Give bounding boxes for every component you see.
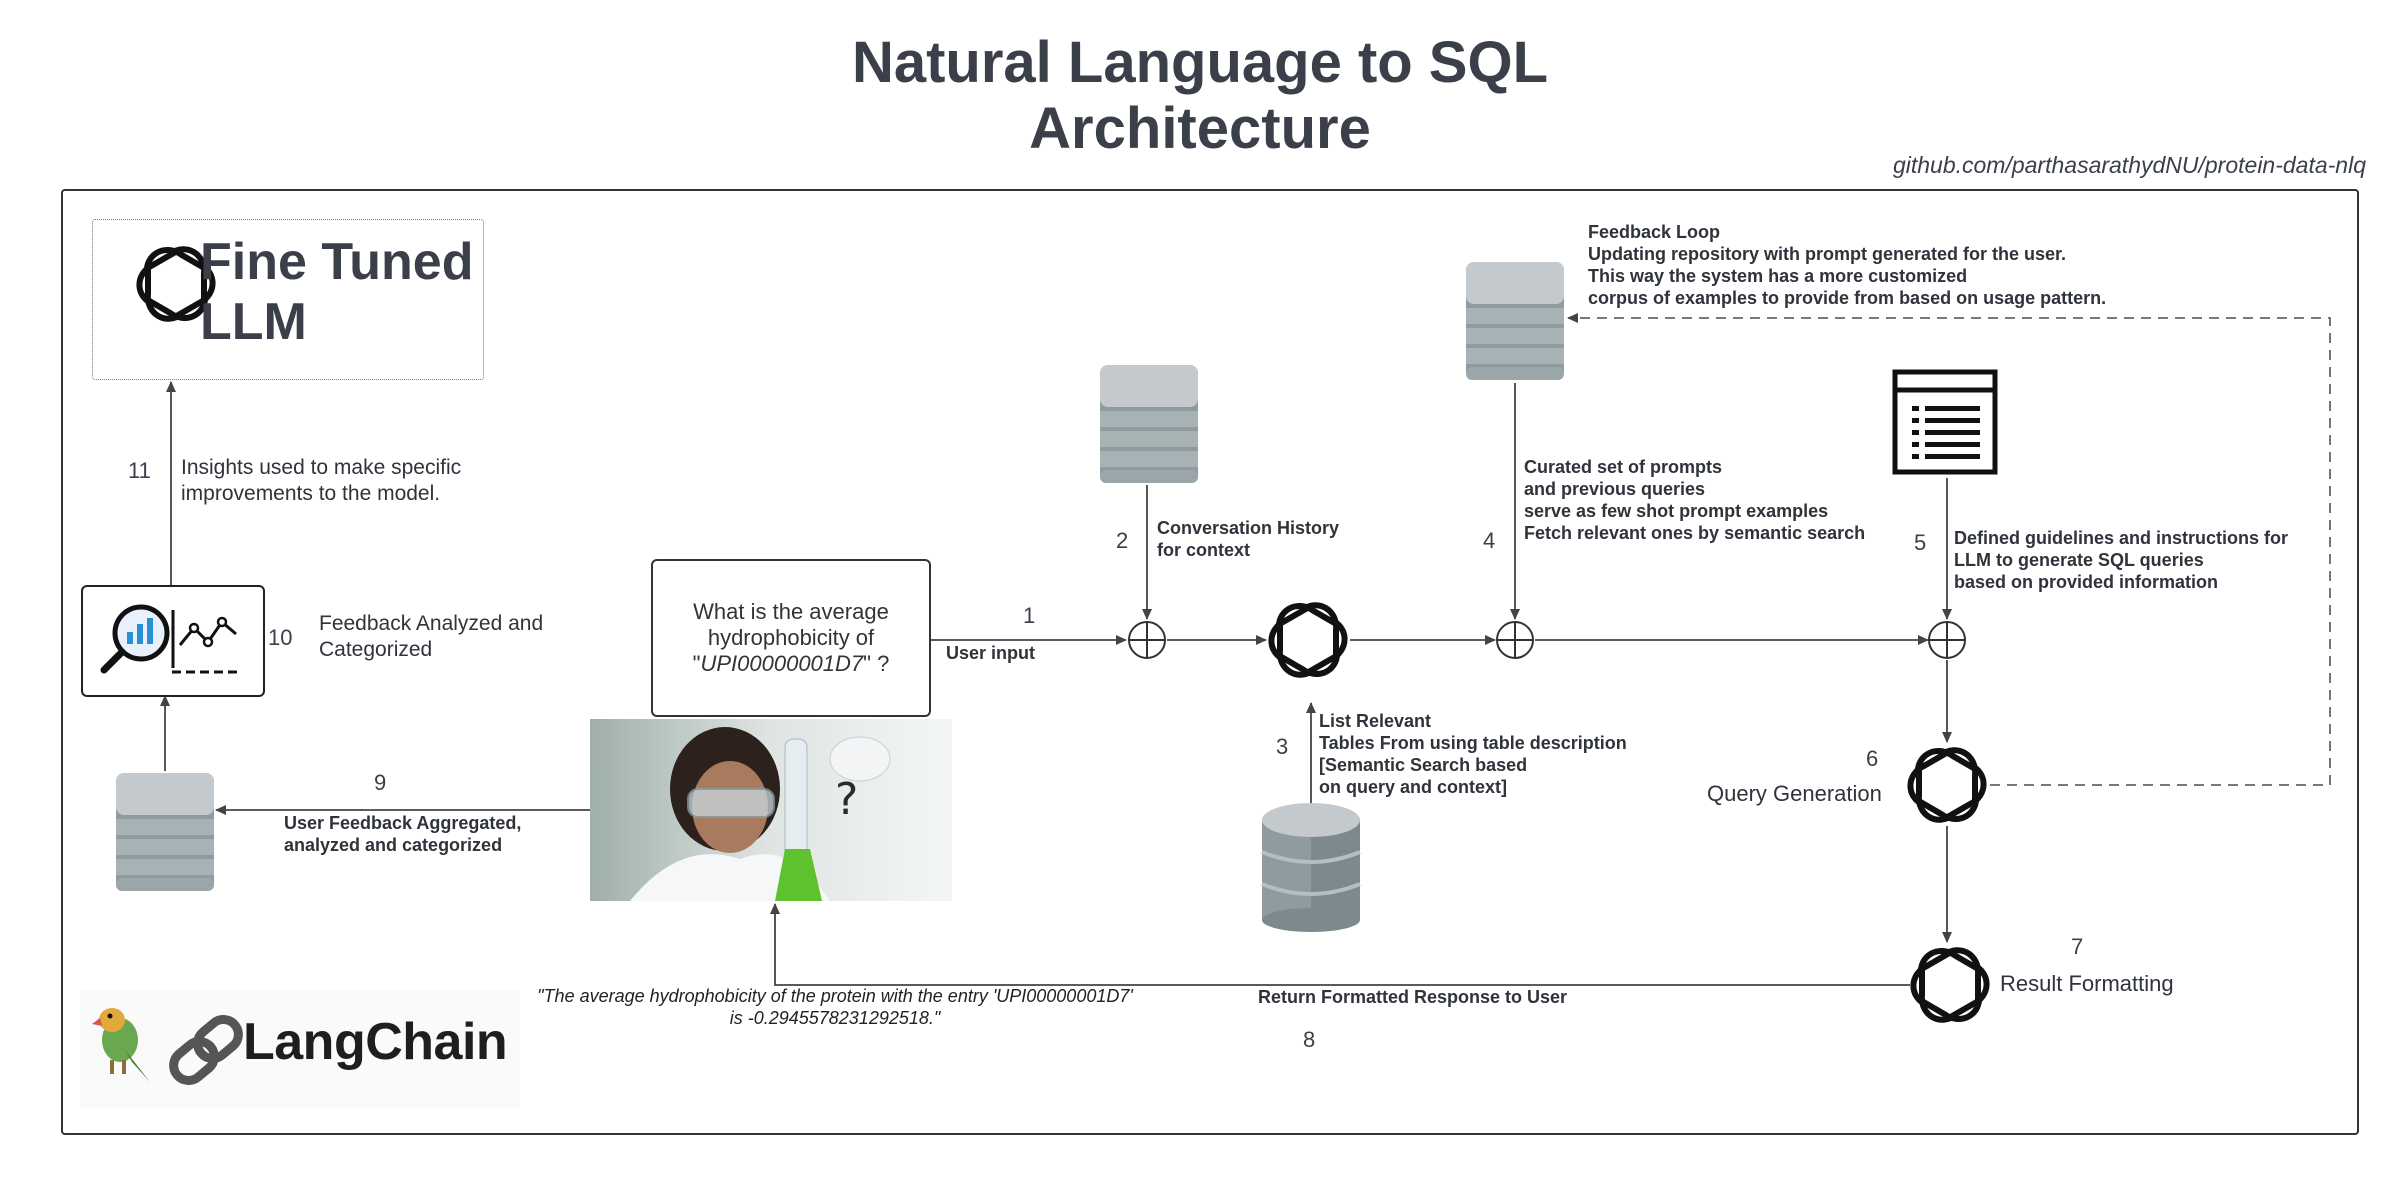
step-4-number: 4 [1483,528,1496,553]
step-1-label: User input [946,643,1036,663]
svg-text:?: ? [835,774,858,825]
step-2-number: 2 [1116,528,1129,553]
database-icon [1100,365,1198,483]
step-3-number: 3 [1276,734,1289,759]
langchain-wordmark: LangChain [243,1013,508,1071]
step-10-number: 10 [268,625,293,650]
edge-return-response [770,903,1910,986]
step-7-label: Result Formatting [2000,971,2174,996]
step-2-label: Conversation History for context [1157,518,1340,560]
user-question-box: What is the average hydrophobicity of "U… [651,559,931,717]
step-7-number: 7 [2071,934,2084,959]
title-line-2: Architecture [1029,96,1371,161]
title-line-1: Natural Language to SQL [851,30,1549,95]
database-icon [1261,803,1361,932]
openai-icon [1906,943,1994,1027]
step-6-number: 6 [1866,746,1879,771]
repo-link[interactable]: github.com/parthasarathydNU/protein-data… [1892,152,2366,178]
step-1-number: 1 [1023,603,1036,628]
step-4-label: Curated set of prompts and previous quer… [1524,457,1866,543]
step-3-label: List Relevant Tables From using table de… [1319,711,1627,797]
step-10-label: Feedback Analyzed and Categorized [319,612,544,661]
summation-node-icon [1928,621,1966,659]
fine-tuned-llm-box [92,219,484,380]
feedback-analytics-box [81,585,265,697]
scientist-photo: ? [590,719,952,901]
chain-link-icon [169,1015,243,1085]
step-5-number: 5 [1914,530,1927,555]
langchain-logo [80,990,520,1108]
langchain-mark [92,1008,243,1085]
edge-feedback-loop [1567,313,2331,786]
step-11-label: Insights used to make specific improveme… [181,456,462,505]
analytics-icon [100,604,240,674]
openai-icon [1264,598,1352,682]
openai-icon [1903,743,1991,827]
step-9-label: User Feedback Aggregated, analyzed and c… [284,813,522,855]
parrot-icon [92,1008,150,1082]
fine-tuned-llm-label: Fine Tuned LLM [200,233,474,351]
feedback-loop-label: Feedback Loop Updating repository with p… [1588,222,2107,308]
step-8-label: Return Formatted Response to User [1258,987,1568,1007]
summation-node-icon [1128,621,1166,659]
step-11-number: 11 [128,458,151,483]
step-8-number: 8 [1303,1027,1316,1052]
step-6-label: Query Generation [1707,781,1882,806]
page-title: Natural Language to SQL Architecture [0,30,2400,162]
step-9-number: 9 [374,770,387,795]
document-list-icon [1892,369,1998,475]
database-icon [116,773,214,891]
summation-node-icon [1496,621,1534,659]
diagram-frame [61,189,2359,1135]
step-5-label: Defined guidelines and instructions for … [1954,528,2289,592]
formatted-answer: "The average hydrophobicity of the prote… [537,986,1133,1028]
scientist-photo-illustration: ? [590,719,952,901]
database-icon [1466,262,1564,380]
